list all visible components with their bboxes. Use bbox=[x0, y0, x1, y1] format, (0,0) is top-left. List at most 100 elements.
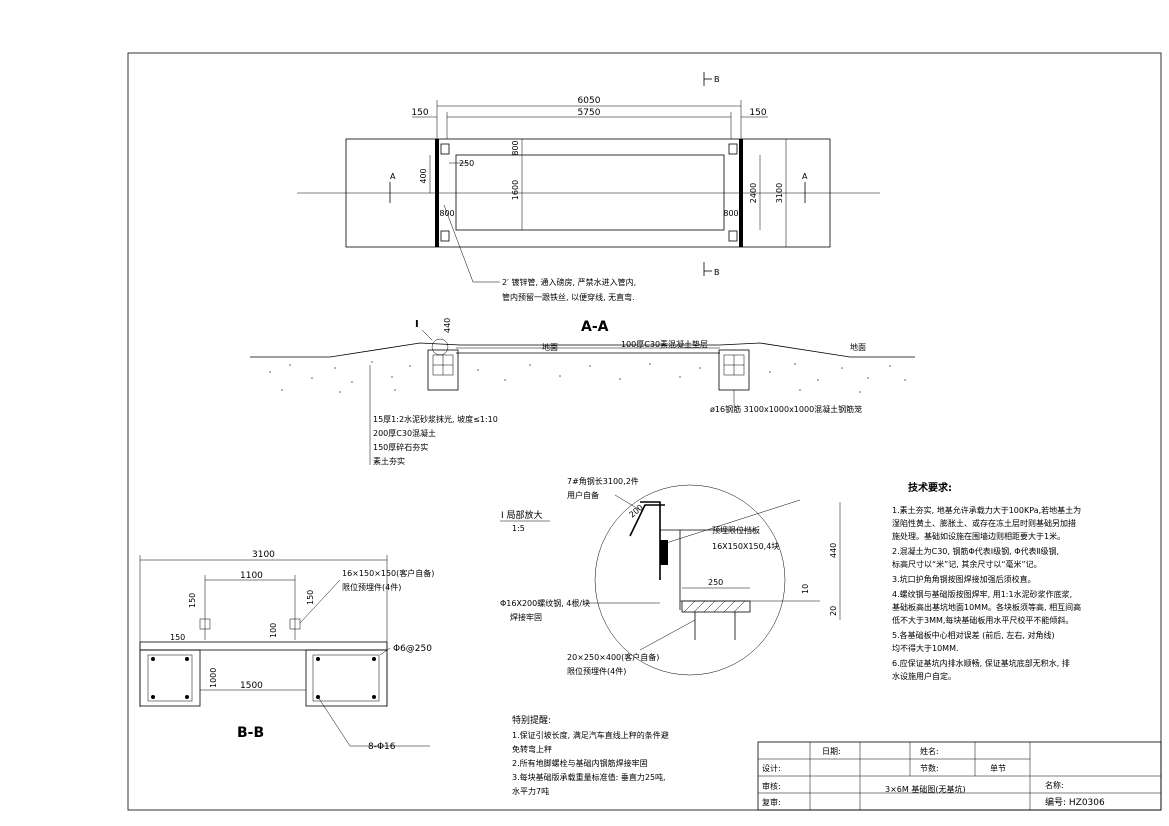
detail-circle bbox=[594, 484, 786, 676]
special-line: 1.保证引坡长度, 满足汽车直线上秤的条件避 bbox=[512, 730, 669, 740]
bb-dim-1000: 1000 bbox=[209, 668, 218, 688]
dim-1600: 1600 bbox=[511, 180, 520, 200]
detail-dim-200: 200 bbox=[628, 503, 645, 520]
detail-dim-20: 20 bbox=[829, 606, 838, 616]
embed-plate bbox=[728, 230, 738, 242]
dim-5750: 5750 bbox=[578, 108, 601, 118]
special-line: 免转弯上秤 bbox=[512, 744, 552, 754]
tech-line: 湿陷性黄土、膨胀土、或存在冻土层时则基础另加措 bbox=[892, 518, 1076, 528]
bb-dim-1500: 1500 bbox=[240, 681, 263, 691]
section-bb: 3100 1100 150 150 150 100 1000 1500 16×1… bbox=[139, 550, 434, 752]
tb-label-name: 名称: bbox=[1045, 780, 1064, 790]
embed-note-2: 限位预埋件(4件) bbox=[567, 666, 626, 676]
section-aa: A-A I 440 地面 地面 bbox=[250, 318, 915, 466]
section-mark-b-top: B bbox=[714, 75, 720, 84]
layer-3: 150厚碎石夯实 bbox=[373, 442, 428, 452]
dim-3100: 3100 bbox=[775, 183, 784, 203]
detail-title: I 局部放大 bbox=[501, 509, 543, 521]
tb-date: 日期: bbox=[822, 747, 841, 756]
section-mark-b-bottom: B bbox=[714, 268, 720, 277]
bb-stirrup: Φ6@250 bbox=[393, 644, 432, 654]
tech-line: 1.素土夯实, 地基允许承载力大于100KPa,若地基土为 bbox=[892, 505, 1081, 515]
layer-2: 200厚C30混凝土 bbox=[373, 428, 436, 438]
ground-right: 地面 bbox=[850, 342, 866, 352]
pipe-note-line2: 管内预留一跟铁丝, 以便穿线, 无直弯. bbox=[502, 292, 635, 302]
special-line: 2.所有地脚螺栓与基础内钢筋焊接牢固 bbox=[512, 758, 648, 768]
tb-name: 姓名: bbox=[920, 746, 939, 756]
bb-title: B-B bbox=[237, 725, 264, 741]
bb-dim-3100: 3100 bbox=[252, 550, 275, 560]
bb-dim-150-v1: 150 bbox=[188, 593, 197, 608]
bb-dim-1100: 1100 bbox=[240, 571, 263, 581]
bolt-note-1: Φ16X200螺纹钢, 4根/块 bbox=[500, 598, 590, 608]
tech-line: 4.螺纹钢与基础版按图焊牢, 用1:1水泥砂浆作底浆, bbox=[892, 589, 1072, 599]
embed-plate bbox=[728, 143, 738, 155]
dim-150-left: 150 bbox=[411, 108, 428, 118]
dim-800-right: 800 bbox=[723, 209, 738, 218]
embed-note-1: 20×250×400(客户自备) bbox=[567, 652, 659, 662]
rebar-note: ø16钢筋 3100x1000x1000混凝土钢筋笼 bbox=[710, 404, 862, 414]
plate-label-1: 预埋限位挡板 bbox=[712, 525, 760, 535]
bb-pit-right bbox=[305, 649, 388, 707]
tech-line: 6.应保证基坑内排水顺畅, 保证基坑底部无积水, 排 bbox=[892, 658, 1070, 668]
slab-note: 100厚C30素混凝土垫层 bbox=[621, 339, 708, 349]
tech-requirements: 技术要求: 1.素土夯实, 地基允许承载力大于100KPa,若地基土为 湿陷性黄… bbox=[892, 481, 1081, 681]
dim-150-right: 150 bbox=[749, 108, 766, 118]
drawing-frame bbox=[127, 52, 1162, 811]
tb-unit: 单节 bbox=[990, 763, 1006, 773]
special-line: 水平力7吨 bbox=[512, 786, 549, 796]
limit-plate bbox=[660, 540, 668, 565]
dim-6050: 6050 bbox=[578, 96, 601, 106]
plate-label-2: 16X150X150,4块 bbox=[712, 541, 779, 551]
tech-line: 基础板高出基坑地面10MM。各块板须等高, 相互间高 bbox=[892, 602, 1081, 612]
bb-plate-note-1: 16×150×150(客户自备) bbox=[342, 568, 434, 578]
detail-dim-250: 250 bbox=[708, 578, 723, 587]
bolt-note-2: 焊接牢固 bbox=[510, 612, 542, 622]
layer-4: 素土夯实 bbox=[373, 456, 405, 466]
plan-inner-slab bbox=[455, 154, 725, 231]
pit-left bbox=[427, 349, 459, 391]
dim-440-aa: 440 bbox=[443, 318, 452, 333]
tb-recheck: 复审: bbox=[762, 797, 781, 807]
tb-design: 设计: bbox=[762, 763, 781, 773]
layer-1: 15厚1:2水泥砂浆抹光, 坡度≤1:10 bbox=[373, 414, 498, 424]
bb-dim-150-v2: 150 bbox=[306, 590, 315, 605]
plan-view: 6050 5750 150 150 400 250 800 1600 800 8… bbox=[297, 72, 880, 302]
special-line: 3.每块基础版承载重量标准值: 垂直力25吨, bbox=[512, 772, 666, 782]
tb-review: 审核: bbox=[762, 781, 781, 791]
bb-dim-100: 100 bbox=[269, 623, 278, 638]
tech-line: 2.混凝土为C30, 钢筋Φ代表Ⅰ级钢, Φ代表Ⅱ级钢, bbox=[892, 546, 1059, 556]
tb-number: 编号: HZ0306 bbox=[1045, 796, 1105, 808]
embed-plate bbox=[440, 230, 450, 242]
tb-drawing-title: 3×6M 基础图(无基坑) bbox=[885, 784, 966, 794]
detail-mark-i: I bbox=[415, 319, 419, 330]
tech-title: 技术要求: bbox=[908, 481, 952, 494]
tech-line: 5.各基础板中心相对误差 (前后, 左右, 对角线) bbox=[892, 630, 1055, 640]
pipe-note-line1: 2′ 镀锌管, 通入磅房, 严禁水进入管内, bbox=[502, 277, 636, 287]
embed-plate bbox=[440, 143, 450, 155]
detail-dim-440: 440 bbox=[829, 543, 838, 558]
special-notes: 特别提醒: 1.保证引坡长度, 满足汽车直线上秤的条件避 免转弯上秤 2.所有地… bbox=[512, 714, 669, 796]
tech-line: 标高尺寸以“米”记, 其余尺寸以“毫米”记。 bbox=[892, 559, 1042, 569]
tech-line: 水设施用户自定。 bbox=[892, 671, 956, 681]
dim-2400: 2400 bbox=[749, 183, 758, 203]
bb-plate-note-2: 限位预埋件(4件) bbox=[342, 582, 401, 592]
bb-dim-150-h: 150 bbox=[170, 633, 185, 642]
ground-left: 地面 bbox=[542, 342, 558, 352]
dim-250: 250 bbox=[459, 159, 474, 168]
dim-800-top: 800 bbox=[511, 140, 520, 155]
bb-rebar: 8-Φ16 bbox=[368, 742, 396, 752]
dim-400: 400 bbox=[419, 168, 428, 183]
detail-i: I 局部放大 1:5 250 10 20 440 200 7#角钢长3100,2… bbox=[500, 476, 841, 676]
bb-pit-left bbox=[139, 649, 201, 707]
tech-line: 均不得大于10MM. bbox=[892, 643, 959, 653]
angle-note-2: 用户自备 bbox=[567, 490, 599, 500]
detail-dim-10: 10 bbox=[801, 584, 810, 594]
title-block: 日期: 姓名: 设计: 节数: 单节 审核: 3×6M 基础图(无基坑) 名称:… bbox=[757, 741, 1162, 811]
soil-hatch bbox=[269, 361, 906, 393]
section-mark-a-right: A bbox=[802, 172, 808, 181]
tech-line: 施处理。基础如设施在围墙边则相距要大于1米。 bbox=[892, 531, 1065, 541]
angle-note-1: 7#角钢长3100,2件 bbox=[567, 476, 639, 486]
tech-line: 低不大于3MM,每块基础板用水平尺校平不能倾斜。 bbox=[892, 615, 1073, 625]
